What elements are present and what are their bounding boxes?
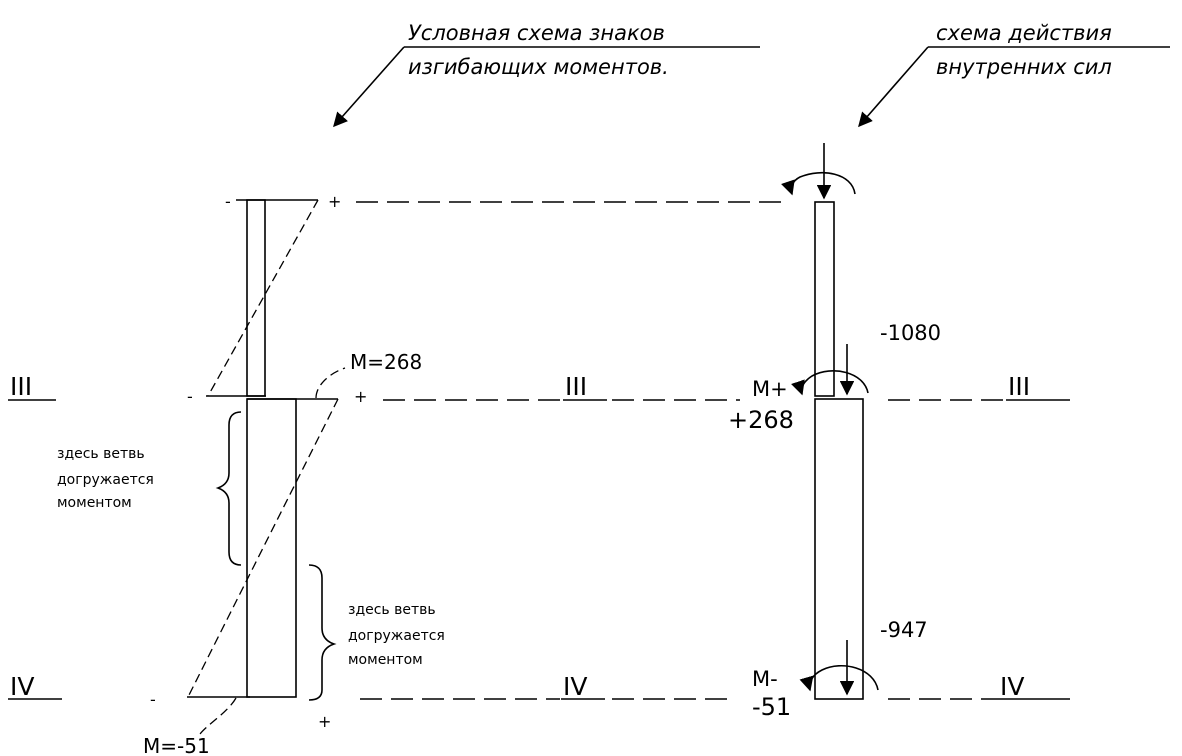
moment-upper-label: M=268 — [350, 350, 422, 374]
brace-note-upper: здесь ветвь догружается моментом — [57, 446, 154, 511]
moment-arrow-iii — [791, 370, 869, 396]
sign-scheme-leader — [333, 46, 760, 128]
section-iv-label-right: IV — [1000, 672, 1024, 701]
brace-lower — [308, 564, 337, 701]
lower-branch-sign-scheme — [187, 398, 339, 698]
axial-force-lower-value: -947 — [880, 618, 928, 642]
lower-branch-forces — [814, 398, 864, 700]
forces-scheme-leader — [858, 46, 1170, 128]
moment-lower-leader — [199, 697, 237, 735]
sign-minus-section-iv: - — [150, 690, 156, 709]
section-iii-label-middle: III — [565, 372, 587, 401]
sign-plus-section-iv: + — [318, 712, 331, 731]
brace-note-lower-line3: моментом — [348, 652, 423, 668]
sign-plus-section-iii: + — [354, 387, 367, 406]
moment-iii-sign: M+ — [752, 377, 788, 401]
axial-force-upper-value: -1080 — [880, 321, 941, 345]
brace-note-upper-line2: догружается — [57, 472, 154, 488]
moment-arrow-top — [781, 171, 856, 196]
upper-branch-sign-scheme — [206, 199, 319, 397]
section-iv-label-middle: IV — [563, 672, 587, 701]
moment-iv-value: -51 — [752, 693, 791, 721]
moment-upper-leader — [315, 367, 346, 399]
brace-note-lower-line1: здесь ветвь — [348, 602, 436, 618]
section-iv-label-left: IV — [10, 672, 34, 701]
moment-arrow-iv — [799, 665, 879, 692]
moment-lower-label: M=-51 — [143, 734, 210, 756]
forces-scheme-title-line1: схема действия — [936, 21, 1112, 45]
brace-note-lower: здесь ветвь догружается моментом — [348, 602, 445, 668]
brace-note-upper-line3: моментом — [57, 495, 132, 511]
section-iii-label-right: III — [1008, 372, 1030, 401]
moment-iii-value: +268 — [728, 406, 794, 434]
section-iii-label-left: III — [10, 372, 32, 401]
forces-scheme-title-line2: внутренних сил — [936, 55, 1112, 79]
sign-scheme-title-line1: Условная схема знаков — [408, 21, 665, 45]
sign-minus-top: - — [225, 192, 231, 211]
sign-scheme-title-line2: изгибающих моментов. — [408, 55, 669, 79]
brace-upper — [215, 411, 242, 566]
sign-minus-section-iii: - — [187, 387, 193, 406]
sign-plus-top: + — [328, 192, 341, 211]
moment-iv-sign: M- — [752, 667, 778, 691]
brace-note-upper-line1: здесь ветвь — [57, 446, 145, 462]
brace-note-lower-line2: догружается — [348, 628, 445, 644]
upper-branch-forces — [814, 201, 835, 397]
